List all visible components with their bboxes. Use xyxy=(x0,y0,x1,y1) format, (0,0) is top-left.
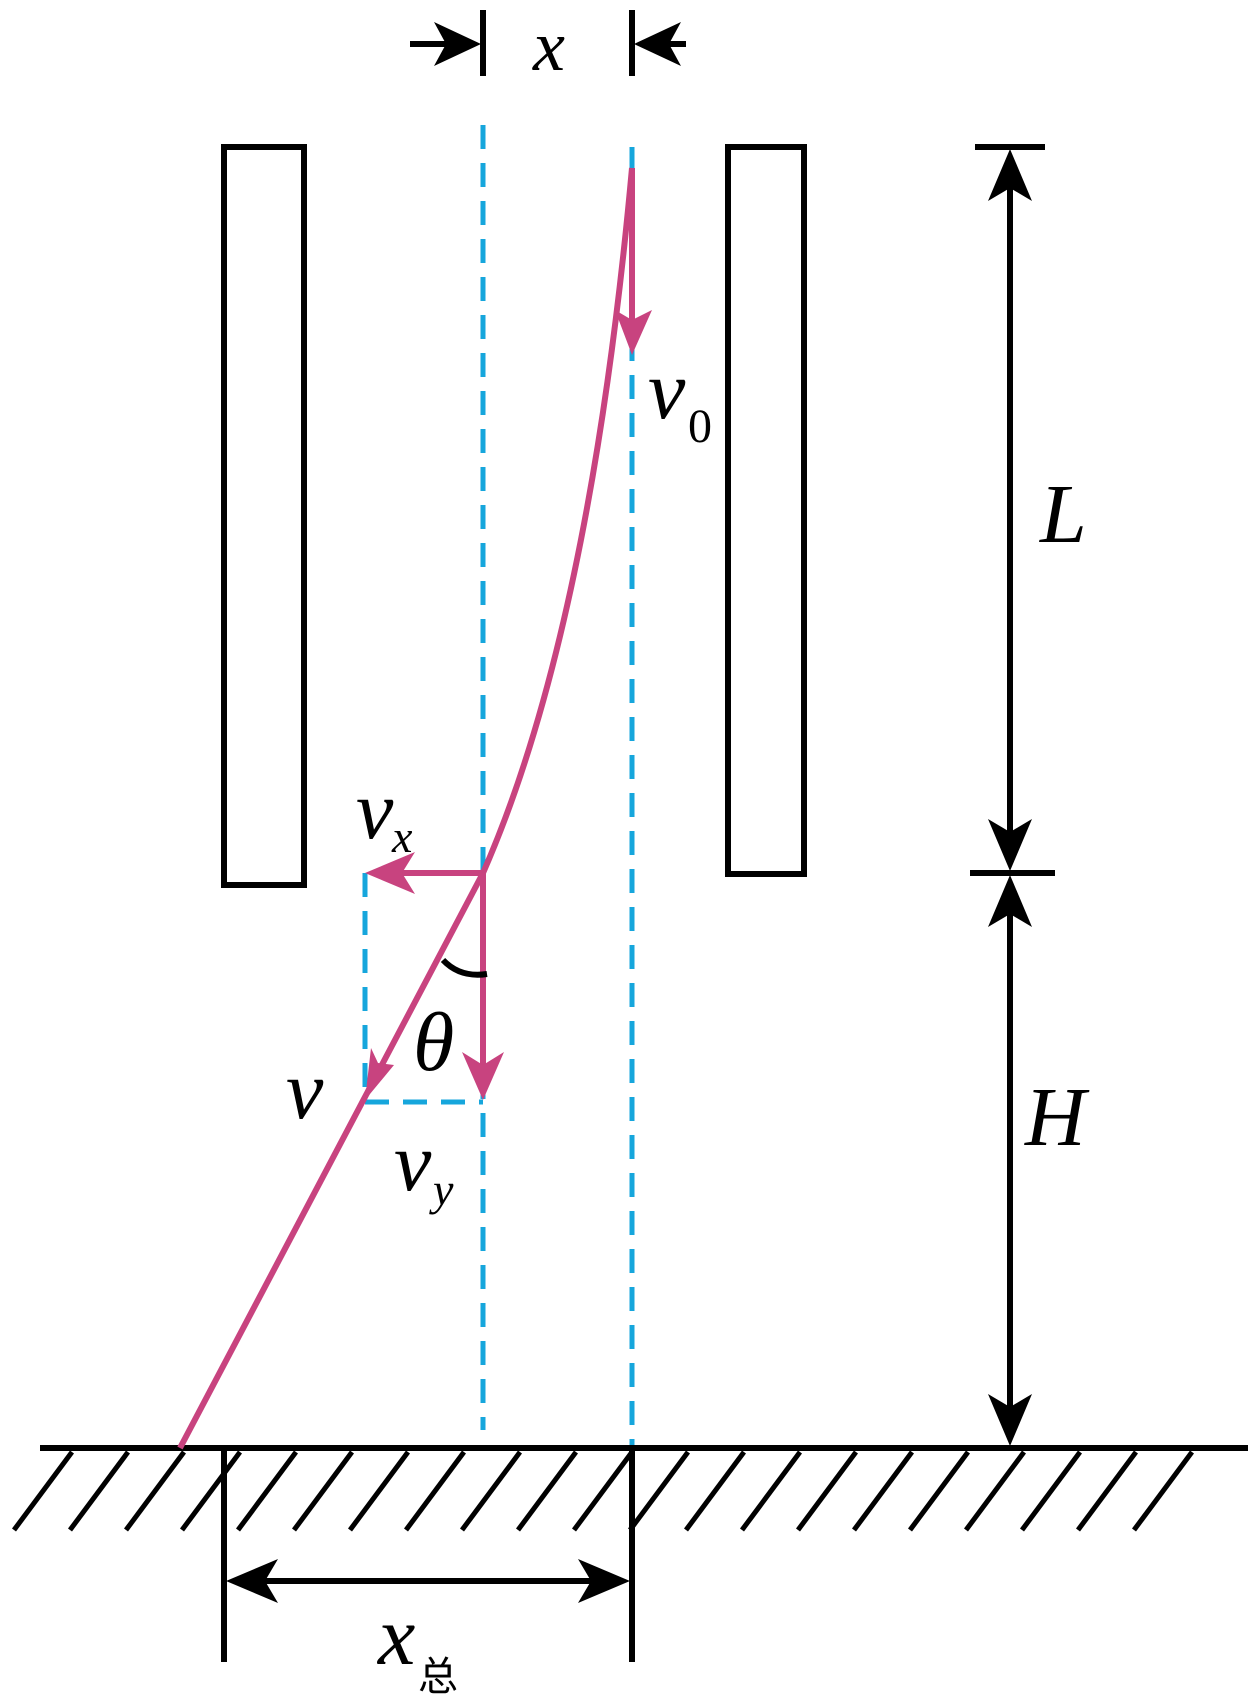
hatch-stroke xyxy=(11,1450,75,1532)
label-H: H xyxy=(1024,1071,1090,1164)
label-L: L xyxy=(1039,468,1087,561)
hatch-stroke xyxy=(963,1450,1027,1532)
gap-arrow-left xyxy=(410,22,481,66)
dim-arrow-L-top xyxy=(988,149,1032,201)
label-vx-sub: x xyxy=(391,811,413,862)
dim-arrow-H-top xyxy=(988,875,1032,927)
label-v: v xyxy=(286,1044,324,1137)
right-plate xyxy=(725,144,807,877)
hatch-stroke xyxy=(459,1450,523,1532)
gap-arrow-right xyxy=(634,22,686,66)
hatch-stroke xyxy=(795,1450,859,1532)
trajectory-curve xyxy=(480,167,635,875)
trajectory-line xyxy=(177,871,486,1450)
hatch-stroke xyxy=(907,1450,971,1532)
hatch-stroke xyxy=(1131,1450,1195,1532)
hatch-stroke xyxy=(1075,1450,1139,1532)
label-theta: θ xyxy=(413,996,454,1089)
hatch-stroke xyxy=(683,1450,747,1532)
dim-arrow-H-bottom xyxy=(988,1394,1032,1446)
label-v0-sub: 0 xyxy=(688,400,712,453)
vx-arrow-head xyxy=(365,852,415,894)
xtotal-label-sub: 总 xyxy=(418,1654,458,1699)
hatch-stroke xyxy=(403,1450,467,1532)
left-plate xyxy=(221,144,307,888)
label-vy: v xyxy=(394,1116,432,1209)
hatch-stroke xyxy=(851,1450,915,1532)
label-vy-sub: y xyxy=(429,1164,454,1215)
dim-arrow-L-bottom xyxy=(988,819,1032,871)
xtotal-arrow-right xyxy=(578,1559,630,1603)
hatch-stroke xyxy=(291,1450,355,1532)
theta-arc xyxy=(440,957,488,978)
hatch-stroke xyxy=(179,1450,243,1532)
hatch-stroke xyxy=(123,1450,187,1532)
label-v0: v xyxy=(648,344,686,437)
hatch-stroke xyxy=(571,1450,635,1532)
hatch-stroke xyxy=(235,1450,299,1532)
v-arrow-head xyxy=(365,1048,394,1100)
vy-arrow-head xyxy=(462,1052,504,1100)
hatch-stroke xyxy=(67,1450,131,1532)
hatch-stroke xyxy=(739,1450,803,1532)
label-vx: v xyxy=(356,764,394,857)
ground-hatching xyxy=(11,1450,1195,1532)
hatch-stroke xyxy=(627,1450,691,1532)
xtotal-label: x xyxy=(376,1590,415,1683)
hatch-stroke xyxy=(347,1450,411,1532)
hatch-stroke xyxy=(515,1450,579,1532)
hatch-stroke xyxy=(1019,1450,1083,1532)
gap-label-x: x xyxy=(532,6,565,86)
v0-arrow-head xyxy=(615,310,652,355)
xtotal-arrow-left xyxy=(226,1559,278,1603)
